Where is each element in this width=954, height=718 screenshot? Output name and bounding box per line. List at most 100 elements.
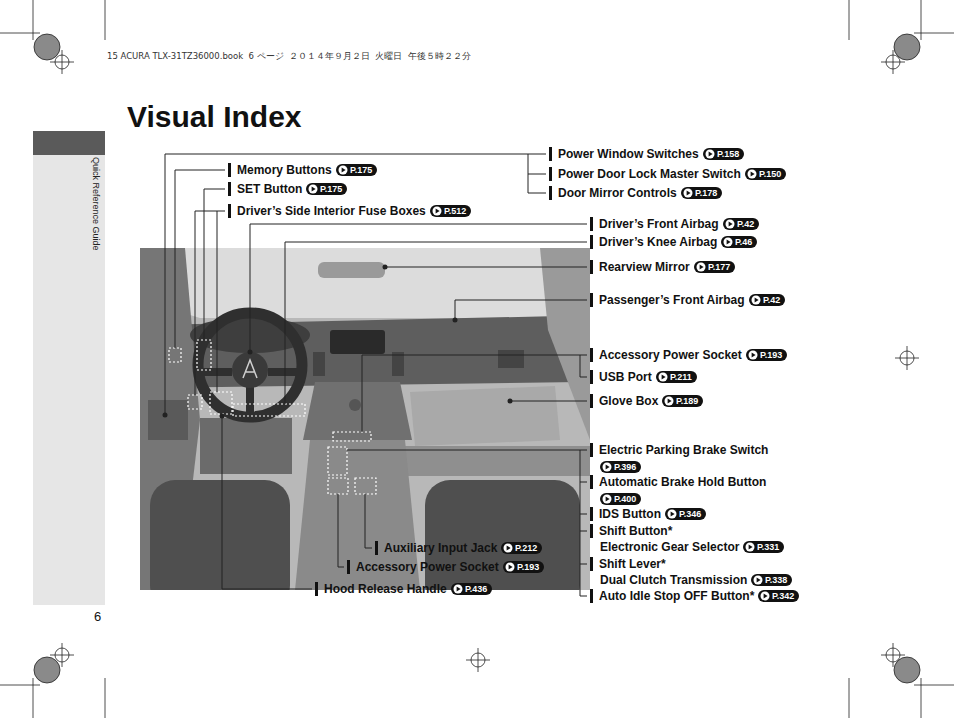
page-ref-badge: P.189	[662, 395, 703, 407]
page-ref-badge: P.178	[681, 187, 722, 199]
icon-arrow	[668, 398, 672, 403]
registration-rosette	[894, 657, 920, 683]
icon-circle	[454, 585, 463, 594]
registration-rosette	[34, 657, 60, 683]
leader-dot	[248, 350, 253, 355]
leader-dot	[508, 399, 513, 404]
icon-circle	[684, 189, 693, 198]
registration-marks	[34, 34, 920, 683]
leader-line	[250, 224, 587, 352]
icon-arrow	[687, 190, 691, 195]
icon-arrow	[755, 297, 759, 302]
leader-dot	[163, 413, 168, 418]
highlight-box	[197, 340, 211, 370]
leader-dot	[453, 318, 458, 323]
footwell	[200, 418, 292, 474]
page-ref-icon	[432, 206, 442, 216]
callout-label: SET Button	[228, 182, 302, 196]
leader-dots	[163, 265, 513, 419]
callout-label: Auto Idle Stop OFF Button*	[590, 589, 754, 603]
page-ref-badge: P.331	[743, 541, 784, 553]
icon-circle	[724, 238, 733, 247]
page-ref-icon	[664, 396, 674, 406]
icon-circle	[746, 543, 755, 552]
section-tab-text: Quick Reference Guide	[91, 157, 101, 251]
icon-circle	[506, 563, 515, 572]
page-ref-badge: P.346	[665, 508, 706, 520]
page-ref-icon	[683, 188, 693, 198]
section-tab-dark	[33, 131, 105, 155]
icon-arrow	[671, 511, 675, 516]
page-ref-icon	[308, 184, 318, 194]
icon-arrow	[606, 496, 610, 501]
target-mark	[881, 50, 905, 74]
callout-label: Power Door Lock Master Switch	[549, 167, 741, 181]
page-ref-badge: P.175	[336, 164, 377, 176]
page-ref-icon	[760, 591, 770, 601]
page-ref-badge: P.175	[306, 183, 347, 195]
leader-line	[365, 494, 372, 548]
page-ref-badge: P.42	[723, 218, 759, 230]
page-ref-icon	[745, 542, 755, 552]
callout-label: IDS Button	[590, 507, 661, 521]
page-ref-text: P.436	[465, 583, 487, 595]
page-ref-badge: P.400	[600, 493, 641, 505]
page-ref-badge: P.342	[758, 590, 799, 602]
callout-label: Memory Buttons	[228, 163, 332, 177]
page-ref-icon	[503, 543, 513, 553]
target-marks	[35, 50, 919, 672]
page-ref-text: P.212	[515, 542, 537, 554]
page-ref-icon	[602, 462, 612, 472]
callout-label: Driver’s Front Airbag	[590, 217, 719, 231]
air-vent	[392, 352, 404, 376]
callout-label: Accessory Power Socket	[347, 560, 499, 574]
page-ref-text: P.46	[735, 236, 752, 248]
icon-arrow	[312, 186, 316, 191]
icon-circle	[433, 207, 442, 216]
callout-label: Rearview Mirror	[590, 260, 690, 274]
center-display	[330, 330, 385, 354]
icon-circle	[659, 373, 668, 382]
icon-arrow	[700, 264, 704, 269]
page-ref-icon	[602, 494, 612, 504]
door-switch-panel	[148, 400, 188, 440]
page-ref-icon	[338, 165, 348, 175]
target-mark	[50, 50, 74, 74]
control-knob	[349, 399, 361, 411]
page-ref-icon	[696, 262, 706, 272]
icon-arrow	[752, 352, 756, 357]
page-ref-icon	[667, 509, 677, 519]
callout-label: Electronic Gear Selector	[600, 540, 739, 554]
logo-emblem	[243, 360, 257, 378]
page-ref-badge: P.193	[746, 349, 787, 361]
page-ref-text: P.175	[350, 164, 372, 176]
air-vent	[498, 350, 524, 368]
page-ref-text: P.42	[763, 294, 780, 306]
page-ref-text: P.338	[765, 574, 787, 586]
icon-arrow	[342, 167, 346, 172]
icon-arrow	[509, 564, 513, 569]
icon-circle	[603, 495, 612, 504]
crop-line	[105, 0, 849, 718]
icon-arrow	[749, 544, 753, 549]
page-ref-badge: P.46	[721, 236, 757, 248]
leader-dot	[383, 265, 388, 270]
callout-label: Automatic Brake Hold Button	[590, 475, 766, 489]
icon-circle	[504, 544, 513, 553]
page-ref-badge: P.158	[703, 148, 744, 160]
page-ref-icon	[725, 219, 735, 229]
page-ref-badge: P.396	[600, 461, 641, 473]
leader-line	[510, 401, 587, 402]
highlight-box	[169, 348, 181, 362]
page-ref-icon	[748, 350, 758, 360]
icon-circle	[339, 166, 348, 175]
leader-line	[362, 355, 587, 432]
callout-label: Accessory Power Socket	[590, 348, 742, 362]
icon-arrow	[709, 151, 713, 156]
registration-rosette	[34, 34, 60, 60]
page-ref-badge: P.150	[745, 168, 786, 180]
page-ref-text: P.150	[759, 168, 781, 180]
callout-label: Auxiliary Input Jack	[375, 541, 497, 555]
